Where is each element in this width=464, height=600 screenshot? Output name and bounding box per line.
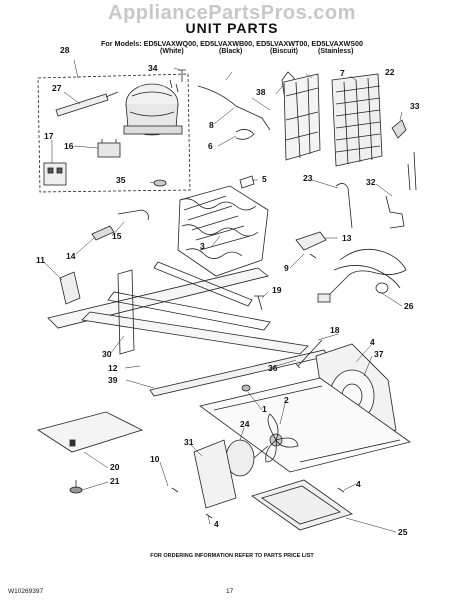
evaporator-coil xyxy=(177,185,269,277)
callout-18: 18 xyxy=(330,325,340,335)
callout-33: 33 xyxy=(410,101,420,111)
base-frame xyxy=(47,261,309,355)
callout-20: 20 xyxy=(110,462,120,472)
drain-pan xyxy=(251,479,353,531)
condenser-shroud xyxy=(283,73,321,161)
wiring-harness xyxy=(317,248,407,303)
callout-32: 32 xyxy=(366,177,376,187)
color-stainless: (Stainless) xyxy=(318,48,354,55)
callout-23: 23 xyxy=(303,173,313,183)
callout-16: 16 xyxy=(64,141,74,151)
callout-35: 35 xyxy=(116,175,126,185)
callout-8: 8 xyxy=(209,120,214,130)
callout-30: 30 xyxy=(102,349,112,359)
color-black: (Black) xyxy=(219,48,243,55)
relay-cover xyxy=(43,162,67,186)
tubing xyxy=(197,85,271,131)
compressor xyxy=(123,79,183,136)
insulation-pad xyxy=(37,411,144,453)
callout-34: 34 xyxy=(148,63,158,73)
callout-36: 36 xyxy=(268,363,278,373)
color-biscuit: (Biscuit) xyxy=(270,48,298,55)
callout-2: 2 xyxy=(284,395,289,405)
base-pan xyxy=(199,377,411,473)
callout-25: 25 xyxy=(398,527,408,537)
callout-26: 26 xyxy=(404,301,414,311)
compressor-group-outline xyxy=(37,73,191,193)
callout-19: 19 xyxy=(272,285,282,295)
callout-15: 15 xyxy=(112,231,122,241)
callout-24: 24 xyxy=(240,419,250,429)
callout-4-right: 4 xyxy=(356,479,361,489)
callout-37: 37 xyxy=(374,349,384,359)
callout-3: 3 xyxy=(200,241,205,251)
page-title: UNIT PARTS xyxy=(185,20,279,36)
ordering-note: FOR ORDERING INFORMATION REFER TO PARTS … xyxy=(150,553,314,559)
page-number: 17 xyxy=(226,588,234,595)
callout-11: 11 xyxy=(36,255,45,265)
callout-6: 6 xyxy=(208,141,213,151)
callout-14: 14 xyxy=(66,251,76,261)
callout-27: 27 xyxy=(52,83,62,93)
watermark: AppliancePartsPros.com xyxy=(108,2,356,24)
callout-22: 22 xyxy=(385,67,395,77)
models-line: For Models: ED5LVAXWQ00, ED5LVAXWB00, ED… xyxy=(100,39,364,48)
condenser-coil xyxy=(331,73,383,167)
drier xyxy=(55,93,109,117)
callout-21: 21 xyxy=(110,476,120,486)
callout-5: 5 xyxy=(262,174,267,184)
callout-7: 7 xyxy=(340,68,345,78)
callout-13: 13 xyxy=(342,233,352,243)
callout-9: 9 xyxy=(284,263,289,273)
callout-39: 39 xyxy=(108,375,118,385)
callout-12: 12 xyxy=(108,363,118,373)
color-white: (White) xyxy=(160,48,184,55)
callout-4-bottom: 4 xyxy=(214,519,219,529)
callout-38: 38 xyxy=(256,87,266,97)
motor-bracket xyxy=(193,439,237,509)
callout-4-top: 4 xyxy=(370,337,375,347)
fan-blade xyxy=(265,413,299,463)
callout-10: 10 xyxy=(150,454,160,464)
callout-17: 17 xyxy=(44,131,54,141)
callout-1: 1 xyxy=(262,404,267,414)
grommet xyxy=(153,179,167,187)
document-number: W10269397 xyxy=(8,588,44,595)
callout-28: 28 xyxy=(60,45,70,55)
relay xyxy=(97,142,121,158)
clip xyxy=(235,129,255,140)
callout-31: 31 xyxy=(184,437,194,447)
